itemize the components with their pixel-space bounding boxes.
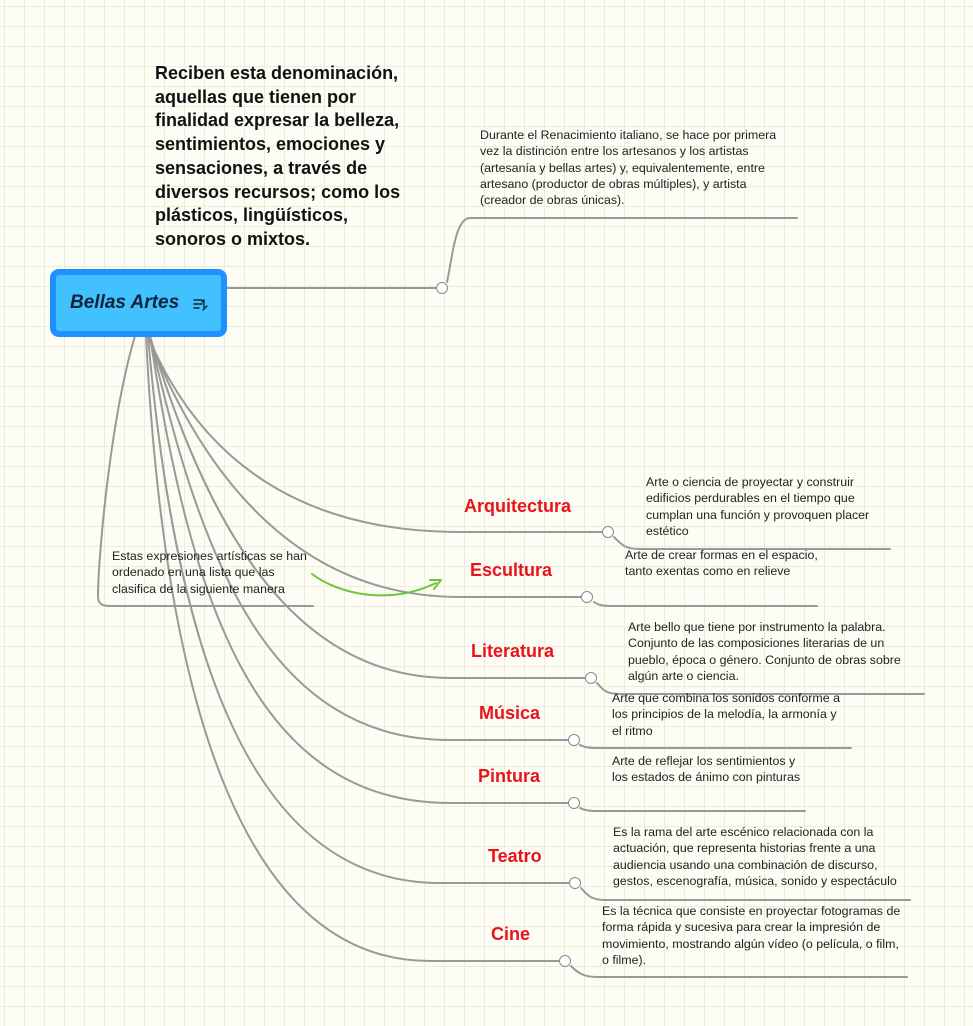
main-topic-title: Bellas Artes	[70, 292, 180, 313]
branch-description-teatro: Es la rama del arte escénico relacionada…	[613, 825, 897, 888]
branch-teatro[interactable]: Teatro	[488, 846, 542, 866]
branch-description-arquitectura: Arte o ciencia de proyectar y construir …	[646, 475, 870, 538]
branch-knob-teatro[interactable]	[569, 877, 581, 889]
branch-escultura[interactable]: Escultura	[470, 560, 553, 580]
branch-pintura[interactable]: Pintura	[478, 766, 541, 786]
branch-musica[interactable]: Música	[479, 703, 541, 723]
main-topic-bellas-artes[interactable]: Bellas Artes	[50, 269, 227, 337]
main-topic-note: Reciben esta denominación, aquellas que …	[155, 63, 401, 249]
renaissance-note: Durante el Renacimiento italiano, se hac…	[480, 128, 777, 208]
branch-literatura[interactable]: Literatura	[471, 641, 555, 661]
main-topic-knob[interactable]	[436, 282, 448, 294]
branch-knob-pintura[interactable]	[568, 797, 580, 809]
branch-description-cine: Es la técnica que consiste en proyectar …	[602, 904, 901, 967]
branch-knob-escultura[interactable]	[581, 591, 593, 603]
branch-description-literatura: Arte bello que tiene por instrumento la …	[628, 620, 901, 683]
branch-description-pintura: Arte de reflejar los sentimientos y los …	[612, 754, 801, 785]
branch-knob-cine[interactable]	[559, 955, 571, 967]
branch-cine[interactable]: Cine	[491, 924, 531, 944]
classification-note: Estas expresiones artísticas se han orde…	[112, 549, 307, 596]
branch-knob-musica[interactable]	[568, 734, 580, 746]
branch-description-escultura: Arte de crear formas en el espacio, tant…	[625, 548, 818, 579]
notes-icon[interactable]	[192, 296, 208, 312]
branch-arquitectura[interactable]: Arquitectura	[464, 496, 572, 516]
branch-knob-literatura[interactable]	[585, 672, 597, 684]
branch-knob-arquitectura[interactable]	[602, 526, 614, 538]
branch-description-musica: Arte que combina los sonidos conforme a …	[612, 691, 840, 738]
